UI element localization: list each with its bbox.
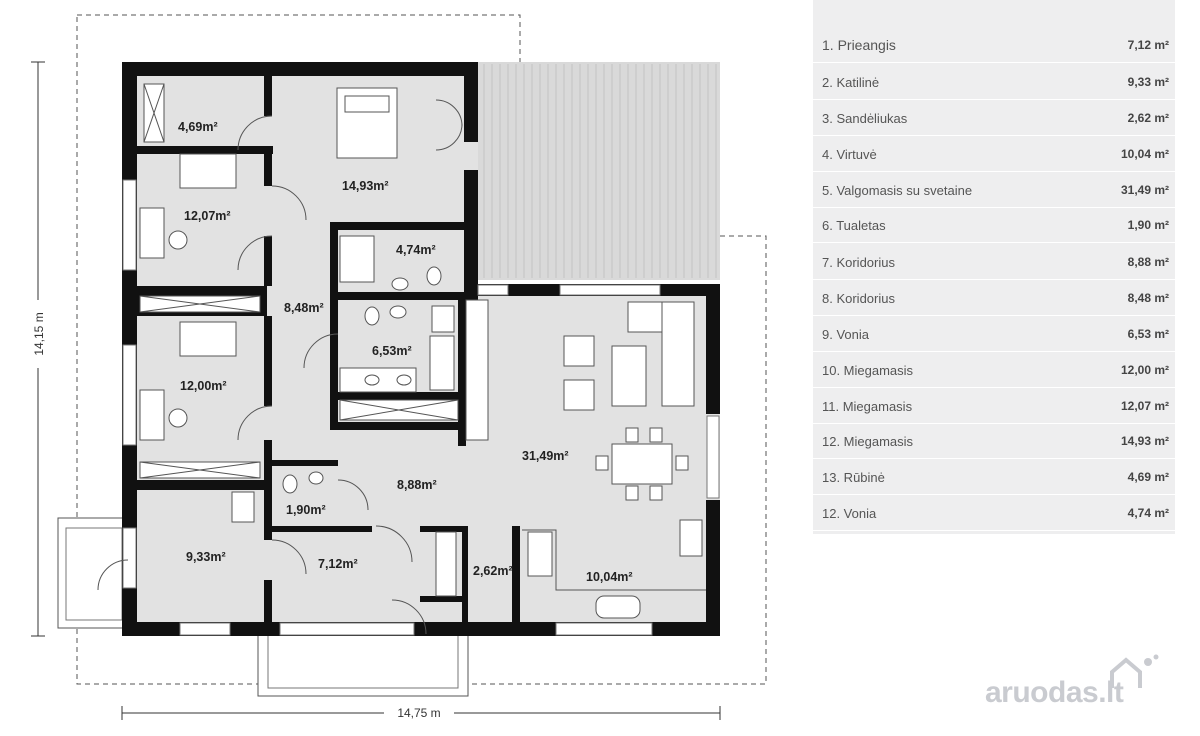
legend-row: 4. Virtuvė 10,04 m² (813, 137, 1175, 172)
legend-row: 5. Valgomasis su svetaine 31,49 m² (813, 173, 1175, 208)
legend-room-area: 12,00 m² (1120, 363, 1169, 377)
legend-room-name: 9. Vonia (822, 327, 869, 342)
legend-room-area: 4,69 m² (1127, 470, 1169, 484)
width-dimension-gap (384, 705, 454, 721)
legend-room-area: 1,90 m² (1127, 218, 1169, 232)
legend-row: 2. Katilinė 9,33 m² (813, 65, 1175, 100)
legend-room-name: 11. Miegamasis (822, 399, 913, 414)
terrace-decking (483, 64, 717, 278)
legend-room-area: 9,33 m² (1127, 75, 1169, 89)
roof-outline (76, 14, 767, 685)
room-label: 1,90m² (286, 503, 326, 517)
legend-room-name: 12. Miegamasis (822, 434, 914, 449)
legend-room-name: 7. Koridorius (822, 255, 895, 270)
legend-room-name: 6. Tualetas (822, 218, 886, 233)
room-label: 31,49m² (522, 449, 569, 463)
side-porch-inner (65, 527, 123, 621)
room-label: 8,48m² (284, 301, 324, 315)
legend-room-area: 7,12 m² (1127, 38, 1169, 52)
legend-row: 13. Rūbinė 4,69 m² (813, 460, 1175, 495)
room-label: 14,93m² (342, 179, 389, 193)
house-logo-icon (1110, 654, 1159, 688)
legend-room-area: 8,88 m² (1127, 255, 1169, 269)
legend-row: 1. Prieangis 7,12 m² (813, 28, 1175, 63)
legend-room-area: 10,04 m² (1120, 147, 1169, 161)
door-swings (97, 99, 463, 635)
room-label: 12,07m² (184, 209, 231, 223)
room-label: 9,33m² (186, 550, 226, 564)
room-label: 4,74m² (396, 243, 436, 257)
height-dimension-label: 14,15 m (32, 312, 46, 355)
legend-row: 12. Vonia 4,74 m² (813, 496, 1175, 531)
room-legend: 1. Prieangis 7,12 m² 2. Katilinė 9,33 m²… (813, 0, 1175, 534)
legend-room-name: 8. Koridorius (822, 291, 895, 306)
room-label: 2,62m² (473, 564, 513, 578)
room-label: 7,12m² (318, 557, 358, 571)
room-label: 6,53m² (372, 344, 412, 358)
legend-room-name: 10. Miegamasis (822, 363, 914, 378)
legend-row: 6. Tualetas 1,90 m² (813, 208, 1175, 243)
floor-plan: 4,69m² 14,93m² 12,07m² 4,74m² 8,48m² 6,5… (30, 14, 767, 721)
legend-room-name: 12. Vonia (822, 506, 877, 521)
watermark-logo: aruodas.lt (985, 676, 1124, 709)
room-label: 8,88m² (397, 478, 437, 492)
legend-row: 10. Miegamasis 12,00 m² (813, 353, 1175, 388)
kitchen-counter (522, 529, 706, 591)
legend-row: 12. Miegamasis 14,93 m² (813, 424, 1175, 459)
height-dimension-gap (30, 300, 46, 368)
legend-row: 9. Vonia 6,53 m² (813, 317, 1175, 352)
legend-row: 11. Miegamasis 12,07 m² (813, 389, 1175, 424)
legend-room-area: 8,48 m² (1127, 291, 1169, 305)
legend-room-area: 14,93 m² (1120, 434, 1169, 448)
legend-room-area: 4,74 m² (1127, 506, 1169, 520)
legend-room-name: 5. Valgomasis su svetaine (822, 183, 973, 198)
fixtures (139, 83, 703, 619)
legend-room-name: 4. Virtuvė (822, 147, 877, 162)
legend-room-name: 13. Rūbinė (822, 470, 885, 485)
legend-room-area: 2,62 m² (1127, 111, 1169, 125)
legend-room-area: 31,49 m² (1120, 183, 1169, 197)
room-label: 10,04m² (586, 570, 633, 584)
windows (122, 179, 720, 636)
terrace (478, 62, 720, 280)
room-label: 4,69m² (178, 120, 218, 134)
legend-room-name: 1. Prieangis (822, 37, 896, 53)
legend-room-area: 12,07 m² (1120, 399, 1169, 413)
width-dimension-label: 14,75 m (397, 706, 440, 720)
legend-room-name: 2. Katilinė (822, 75, 880, 90)
legend-room-name: 3. Sandėliukas (822, 111, 908, 126)
legend-row: 7. Koridorius 8,88 m² (813, 245, 1175, 280)
legend-room-area: 6,53 m² (1127, 327, 1169, 341)
legend-row: 3. Sandėliukas 2,62 m² (813, 101, 1175, 136)
room-label: 12,00m² (180, 379, 227, 393)
legend-row: 8. Koridorius 8,48 m² (813, 281, 1175, 316)
